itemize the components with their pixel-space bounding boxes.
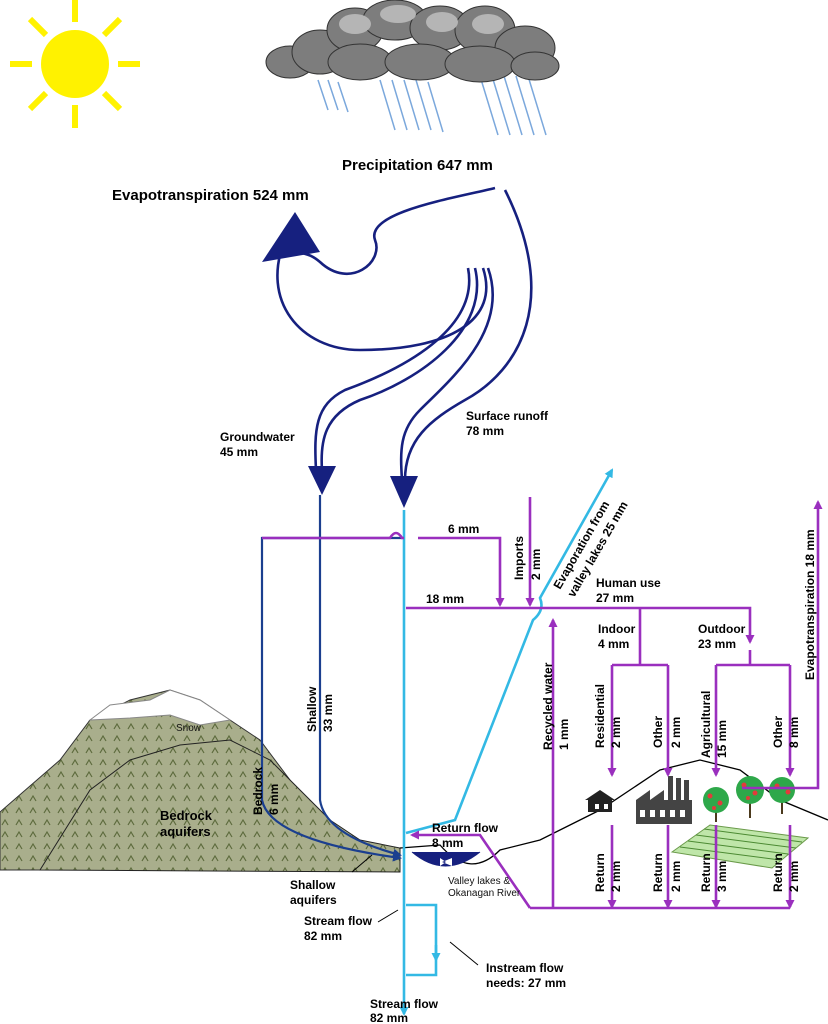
groundwater-paths [260, 495, 402, 862]
residential-value: 2 mm [609, 717, 623, 748]
other-indoor-value: 2 mm [669, 717, 683, 748]
return-other-outdoor-label: Return [771, 853, 785, 892]
human-use-value: 27 mm [596, 591, 634, 605]
indoor-label: Indoor [598, 622, 636, 636]
orchard-icon [670, 776, 810, 869]
leader-lines [351, 854, 479, 966]
rain-cloud-icon [265, 0, 560, 136]
agricultural-value: 15 mm [715, 720, 729, 758]
snow-label: Snow [176, 723, 202, 734]
bedrock-value: 6 mm [267, 784, 281, 815]
return-other-indoor-label: Return [651, 853, 665, 892]
bedrock-aquifers-label-2: aquifers [160, 824, 211, 839]
eighteen-mm-label: 18 mm [426, 592, 464, 606]
stream-flow-mid-label: Stream flow [304, 914, 373, 928]
return-agricultural-label: Return [699, 853, 713, 892]
surface-runoff-value: 78 mm [466, 424, 504, 438]
recycled-water-value: 1 mm [557, 719, 571, 750]
imports-label: Imports [512, 536, 526, 580]
indoor-value: 4 mm [598, 637, 629, 651]
return-flow-label: Return flow [432, 821, 499, 835]
human-use-paths [262, 497, 823, 910]
shallow-aquifers-label: Shallow [290, 878, 336, 892]
other-outdoor-value: 8 mm [787, 717, 801, 748]
shallow-value: 33 mm [321, 694, 335, 732]
factory-icon [636, 776, 692, 824]
valley-lakes-label: Valley lakes & [448, 876, 510, 887]
evapotranspiration-18-label: Evapotranspiration 18 mm [803, 529, 817, 680]
stream-flow-mid-value: 82 mm [304, 929, 342, 943]
return-flow-value: 8 mm [432, 836, 463, 850]
return-other-indoor-value: 2 mm [669, 861, 683, 892]
precipitation-label: Precipitation 647 mm [342, 157, 493, 174]
shallow-label: Shallow [305, 686, 319, 732]
outdoor-value: 23 mm [698, 637, 736, 651]
groundwater-value: 45 mm [220, 445, 258, 459]
other-indoor-label: Other [651, 716, 665, 748]
other-outdoor-label: Other [771, 716, 785, 748]
outdoor-label: Outdoor [698, 622, 746, 636]
precipitation-flow-arrows [262, 186, 533, 508]
return-other-outdoor-value: 2 mm [787, 861, 801, 892]
stream-flow-bottom-value: 82 mm [370, 1011, 408, 1024]
return-residential-value: 2 mm [609, 861, 623, 892]
recycled-water-label: Recycled water [541, 662, 555, 750]
terrain [0, 689, 828, 873]
return-agricultural-value: 3 mm [715, 861, 729, 892]
sun-icon [10, 0, 140, 128]
bedrock-aquifers-label: Bedrock [160, 808, 213, 823]
groundwater-label: Groundwater [220, 430, 295, 444]
agricultural-label: Agricultural [699, 691, 713, 758]
human-use-label: Human use [596, 576, 661, 590]
instream-flow-value: needs: 27 mm [486, 976, 566, 990]
shallow-aquifers-label-2: aquifers [290, 893, 337, 907]
surface-runoff-label: Surface runoff [466, 409, 549, 423]
evapotranspiration-label: Evapotranspiration 524 mm [112, 187, 309, 204]
return-residential-label: Return [593, 853, 607, 892]
bedrock-label: Bedrock [251, 767, 265, 815]
six-mm-label: 6 mm [448, 522, 479, 536]
stream-flow-bottom-label: Stream flow [370, 997, 439, 1011]
valley-lakes-label-2: Okanagan River [448, 888, 521, 899]
house-icon [585, 790, 615, 812]
instream-flow-label: Instream flow [486, 961, 564, 975]
stream-flow-paths [399, 468, 614, 1016]
imports-value: 2 mm [529, 549, 543, 580]
residential-label: Residential [593, 684, 607, 748]
